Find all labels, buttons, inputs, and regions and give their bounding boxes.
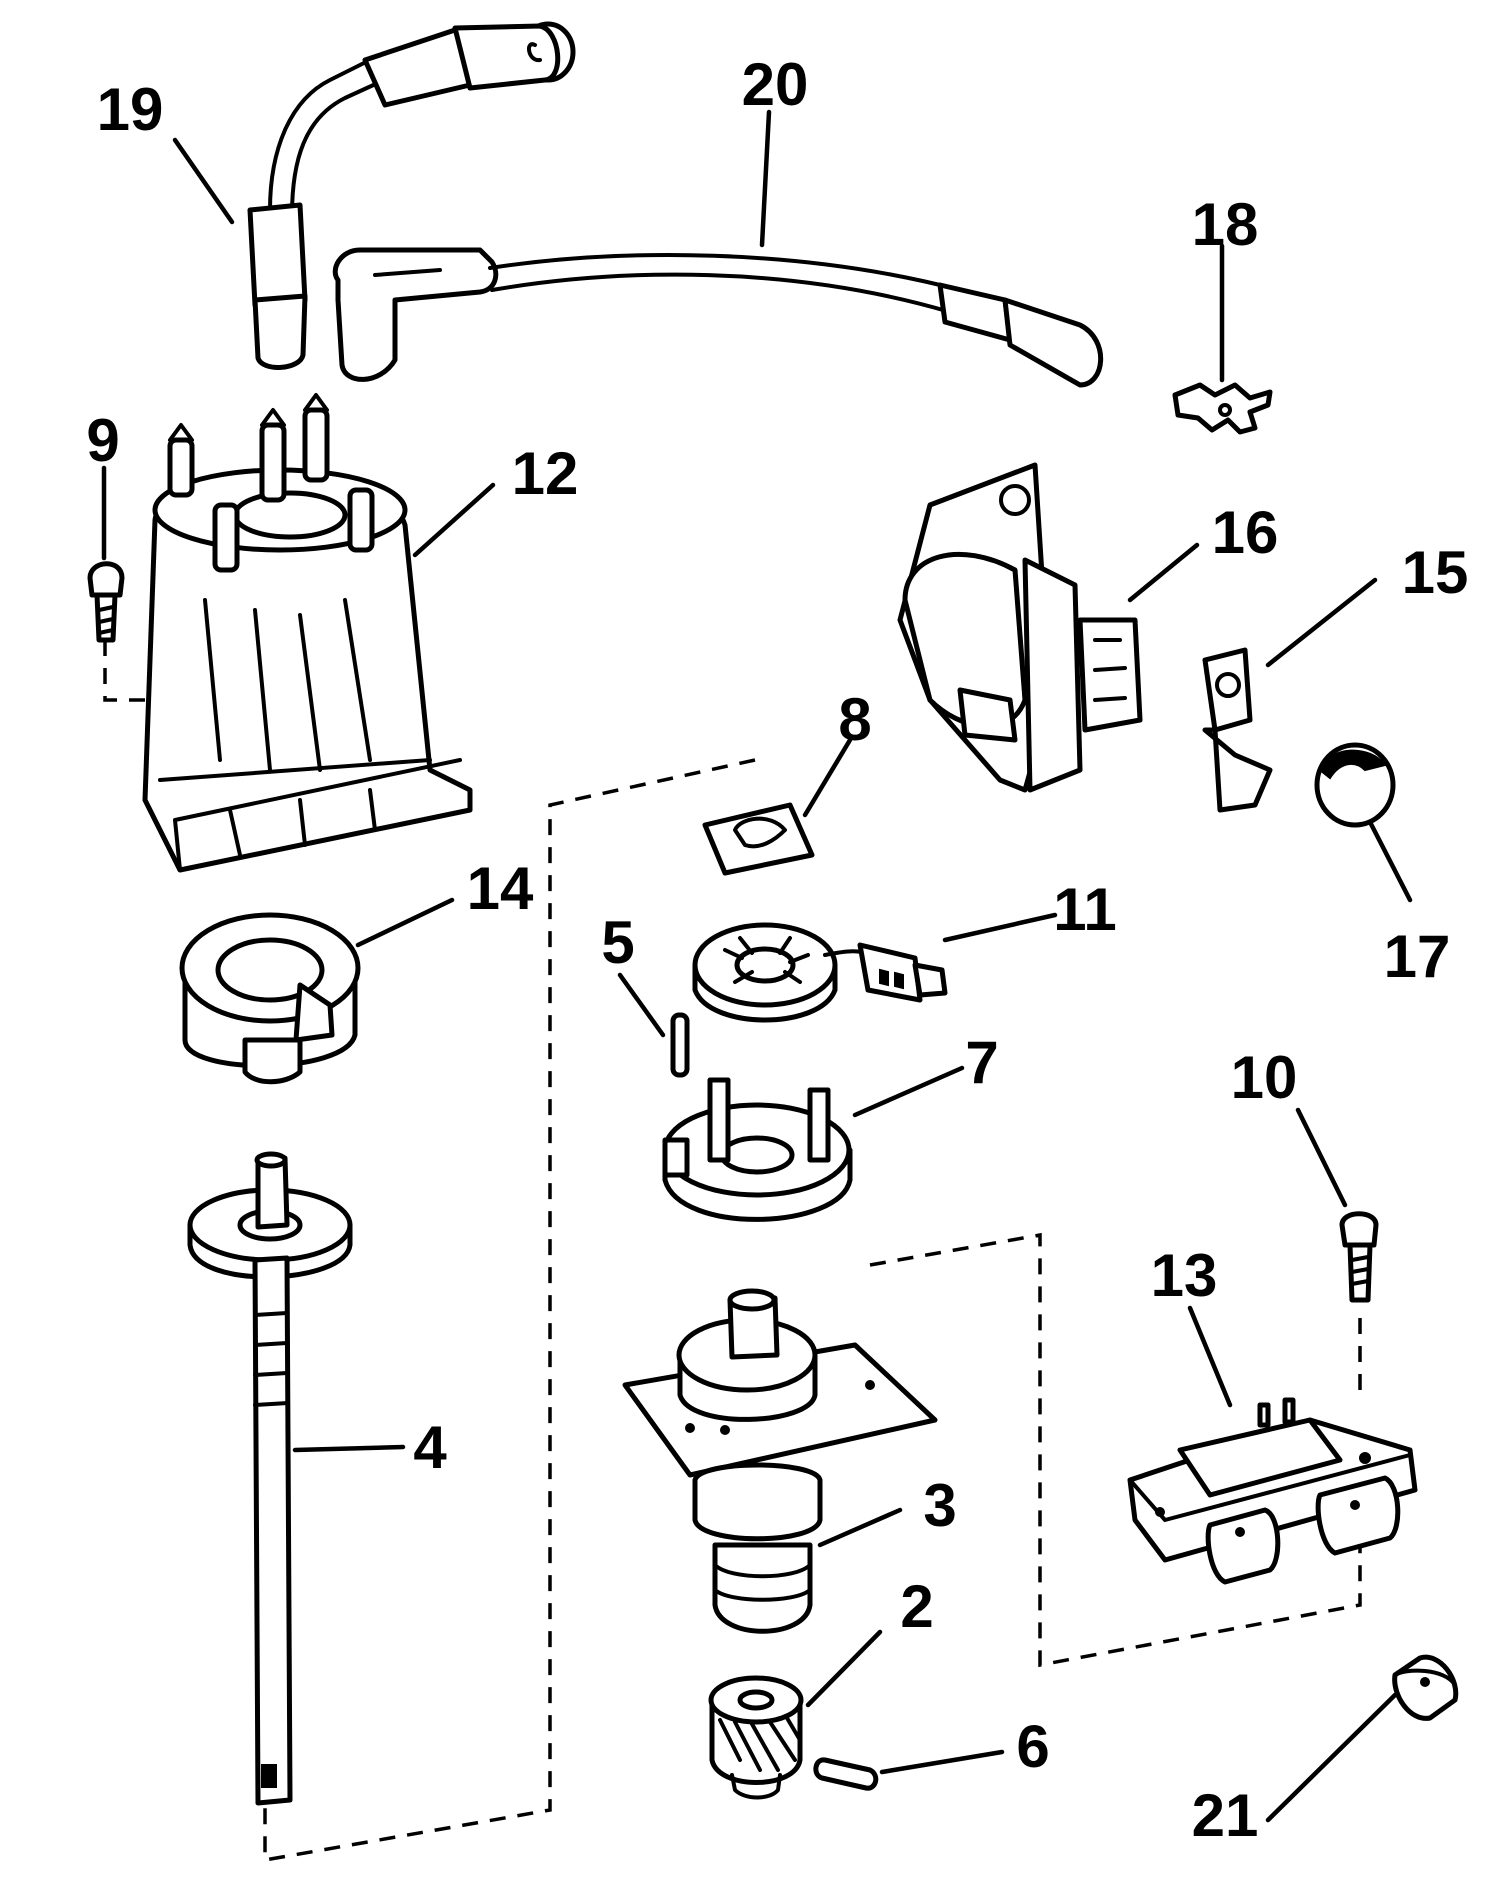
callout-17: 17 [1384,923,1451,990]
callout-11: 11 [1053,876,1116,943]
part-21-cap [1392,1654,1459,1721]
callout-18: 18 [1192,191,1259,258]
part-18-clip [1172,382,1273,435]
part-10-screw [1339,1211,1379,1303]
part-17-nut [1314,742,1396,828]
part-13-module [1127,1397,1418,1585]
callout-4: 4 [413,1414,447,1481]
part-8-retainer [702,802,815,876]
callout-3: 3 [923,1472,956,1539]
callout-19: 19 [97,76,164,143]
part-9-screw [87,561,125,643]
part-11-pickup-coil [692,922,948,1023]
callout-21: 21 [1192,1782,1259,1849]
callout-2: 2 [900,1573,933,1640]
callout-9: 9 [86,407,119,474]
callout-16: 16 [1212,499,1279,566]
part-6-pin [813,1757,879,1791]
part-4-shaft [187,1151,353,1806]
part-14-rotor [179,912,361,1085]
callout-10: 10 [1231,1044,1298,1111]
callout-7: 7 [965,1029,998,1096]
part-7-piece [662,1077,853,1222]
part-5-pin [670,1012,690,1078]
callout-13: 13 [1151,1242,1218,1309]
part-15-bracket [1202,647,1273,813]
part-20-spark-plug-wire [332,247,1104,388]
callout-20: 20 [742,51,809,118]
part-19-coil-wire [247,21,576,370]
leader-lines [101,109,1413,1823]
assembly-guide-lines [103,640,1362,1863]
callout-6: 6 [1016,1713,1049,1780]
part-12-distributor-cap [142,393,473,873]
callout-5: 5 [601,909,634,976]
callout-15: 15 [1402,539,1469,606]
part-3-housing [622,1288,938,1634]
callout-12: 12 [512,440,579,507]
part-16-ignition-coil [897,462,1143,793]
callout-8: 8 [838,686,871,753]
part-2-gear [708,1675,804,1800]
callout-14: 14 [467,855,534,922]
callout-labels: 19 20 18 9 12 16 15 8 14 11 5 17 7 10 13… [86,51,1468,1849]
